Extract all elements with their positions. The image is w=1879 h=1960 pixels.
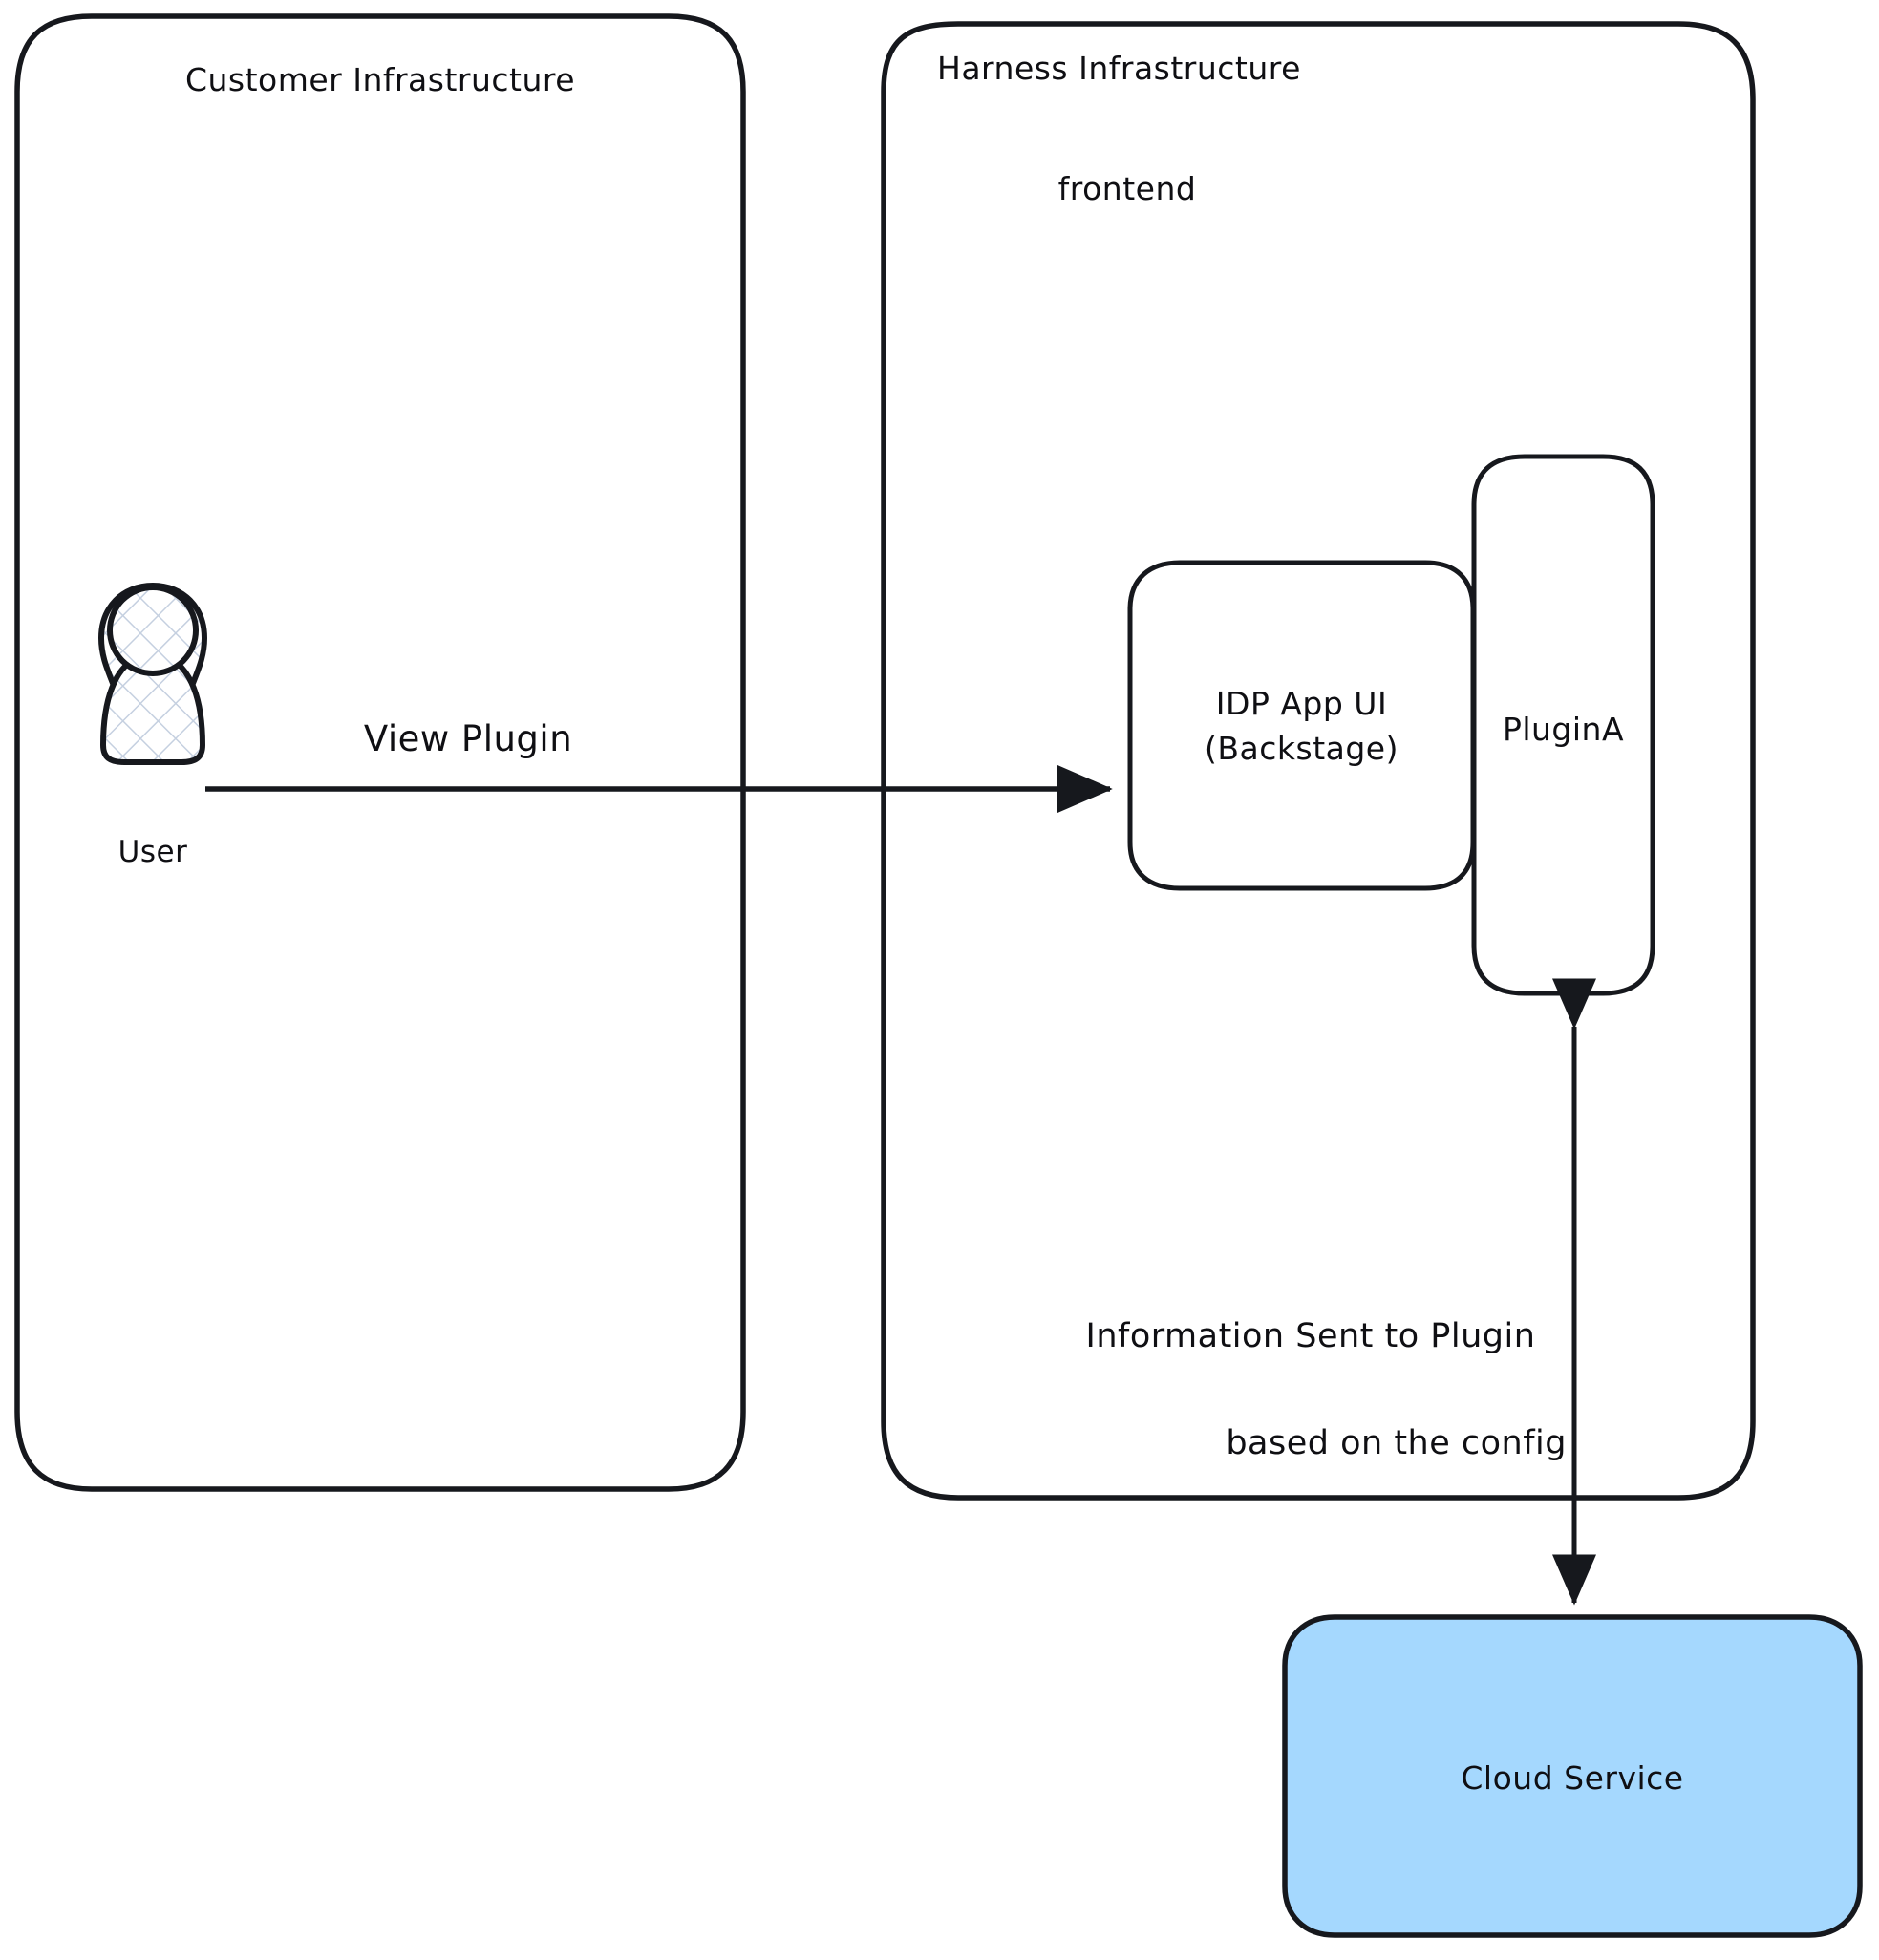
actor-user-icon xyxy=(98,583,207,765)
node-plugin-a[interactable] xyxy=(1471,454,1655,996)
container-customer-infrastructure[interactable] xyxy=(14,13,746,1492)
node-idp-app-ui[interactable] xyxy=(1127,560,1476,891)
node-cloud-service[interactable] xyxy=(1282,1614,1863,1938)
